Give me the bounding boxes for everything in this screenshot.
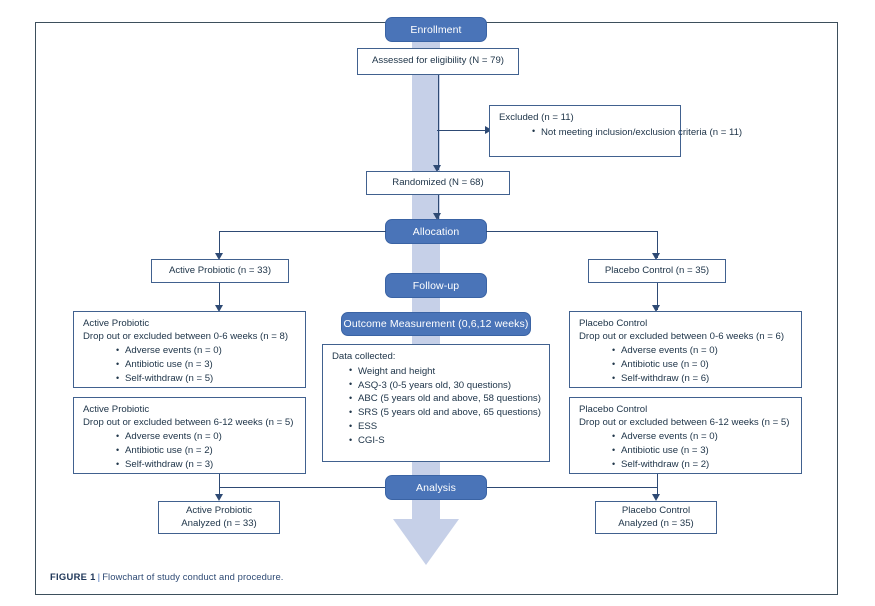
arrowhead-to-active-analyzed [215, 494, 223, 501]
connector-active-dropout-to-analysis-rail [219, 474, 221, 488]
list-item: Adverse events (n = 0) [116, 430, 297, 444]
connector-assessed-to-randomized [437, 75, 439, 170]
connector-placebo-dropout-to-analysis-rail [656, 474, 658, 488]
list-item: Weight and height [349, 364, 541, 379]
connector-allocation-right [486, 231, 657, 233]
analyzed-title: Placebo Control [621, 504, 691, 516]
list-item: Self-withdraw (n = 5) [116, 372, 297, 386]
node-active-probiotic-analyzed[interactable]: Active Probiotic Analyzed (n = 33) [158, 501, 280, 534]
node-randomized[interactable]: Randomized (N = 68) [366, 171, 510, 195]
dropout-subtitle: Drop out or excluded between 0-6 weeks (… [83, 330, 289, 342]
connector-analysis-right [486, 487, 657, 489]
background-flow-arrow-head [393, 519, 459, 565]
arrowhead-to-placebo-analyzed [652, 494, 660, 501]
node-placebo-dropout-6-12-weeks[interactable]: Placebo Control Drop out or excluded bet… [569, 397, 802, 474]
analyzed-title: Active Probiotic [185, 504, 253, 516]
figure-caption: FIGURE 1|Flowchart of study conduct and … [50, 571, 283, 582]
arrowhead-to-active-allocation [215, 253, 223, 260]
list-item: Antibiotic use (n = 2) [116, 444, 297, 458]
connector-randomized-to-allocation [437, 195, 439, 219]
dropout-reason-list: Adverse events (n = 0) Antibiotic use (n… [579, 344, 793, 386]
connector-drop-left [219, 231, 221, 258]
dropout-subtitle: Drop out or excluded between 0-6 weeks (… [579, 330, 785, 342]
dropout-title: Active Probiotic [83, 318, 150, 329]
connector-active-to-dropout [219, 283, 221, 310]
figure-label: FIGURE 1 [50, 571, 96, 582]
connector-drop-active-analyzed [219, 487, 221, 498]
banner-enrollment[interactable]: Enrollment [385, 17, 487, 42]
node-active-probiotic-allocation[interactable]: Active Probiotic (n = 33) [151, 259, 289, 283]
arrowhead-to-placebo-dropout [652, 305, 660, 312]
connector-to-excluded [437, 130, 487, 132]
node-placebo-dropout-0-6-weeks[interactable]: Placebo Control Drop out or excluded bet… [569, 311, 802, 388]
dropout-reason-list: Adverse events (n = 0) Antibiotic use (n… [579, 430, 793, 472]
excluded-reason-list: Not meeting inclusion/exclusion criteria… [499, 125, 742, 140]
node-data-collected[interactable]: Data collected: Weight and height ASQ-3 … [322, 344, 550, 462]
list-item: Not meeting inclusion/exclusion criteria… [532, 125, 742, 140]
banner-allocation[interactable]: Allocation [385, 219, 487, 244]
list-item: ABC (5 years old and above, 58 questions… [349, 392, 541, 406]
list-item: Adverse events (n = 0) [612, 430, 793, 444]
dropout-reason-list: Adverse events (n = 0) Antibiotic use (n… [83, 344, 297, 386]
node-placebo-control-allocation[interactable]: Placebo Control (n = 35) [588, 259, 726, 283]
node-placebo-control-analyzed[interactable]: Placebo Control Analyzed (n = 35) [595, 501, 717, 534]
list-item: Self-withdraw (n = 3) [116, 458, 297, 472]
connector-analysis-left [219, 487, 386, 489]
dropout-title: Placebo Control [579, 404, 648, 415]
list-item: Self-withdraw (n = 6) [612, 372, 793, 386]
connector-drop-placebo-analyzed [656, 487, 658, 498]
dropout-subtitle: Drop out or excluded between 6-12 weeks … [579, 416, 790, 428]
caption-separator: | [97, 571, 101, 582]
list-item: Self-withdraw (n = 2) [612, 458, 793, 472]
connector-drop-right [656, 231, 658, 258]
arrowhead-to-excluded [485, 125, 492, 134]
node-assessed-for-eligibility[interactable]: Assessed for eligibility (N = 79) [357, 48, 519, 75]
banner-outcome-measurement[interactable]: Outcome Measurement (0,6,12 weeks) [341, 312, 531, 336]
connector-placebo-to-dropout [656, 283, 658, 310]
dropout-title: Placebo Control [579, 318, 648, 329]
arrowhead-to-placebo-allocation [652, 253, 660, 260]
dropout-title: Active Probiotic [83, 404, 150, 415]
dropout-subtitle: Drop out or excluded between 6-12 weeks … [83, 416, 294, 428]
list-item: ESS [349, 420, 541, 434]
list-item: ASQ-3 (0-5 years old, 30 questions) [349, 378, 541, 393]
node-active-dropout-0-6-weeks[interactable]: Active Probiotic Drop out or excluded be… [73, 311, 306, 388]
excluded-header: Excluded (n = 11) [499, 112, 574, 123]
analyzed-count: Analyzed (n = 33) [181, 517, 257, 529]
list-item: Antibiotic use (n = 0) [612, 358, 793, 372]
node-excluded[interactable]: Excluded (n = 11) Not meeting inclusion/… [489, 105, 742, 157]
data-collected-header: Data collected: [332, 351, 396, 362]
list-item: CGI-S [349, 434, 541, 448]
data-collected-list: Weight and height ASQ-3 (0-5 years old, … [332, 364, 541, 448]
list-item: Adverse events (n = 0) [612, 344, 793, 358]
list-item: SRS (5 years old and above, 65 questions… [349, 406, 541, 420]
list-item: Adverse events (n = 0) [116, 344, 297, 358]
dropout-reason-list: Adverse events (n = 0) Antibiotic use (n… [83, 430, 297, 472]
banner-analysis[interactable]: Analysis [385, 475, 487, 500]
node-active-dropout-6-12-weeks[interactable]: Active Probiotic Drop out or excluded be… [73, 397, 306, 474]
analyzed-count: Analyzed (n = 35) [618, 517, 694, 529]
arrowhead-to-allocation [433, 213, 441, 220]
list-item: Antibiotic use (n = 3) [116, 358, 297, 372]
caption-text: Flowchart of study conduct and procedure… [102, 571, 284, 582]
connector-allocation-left [219, 231, 386, 233]
arrowhead-to-randomized [433, 165, 441, 172]
list-item: Antibiotic use (n = 3) [612, 444, 793, 458]
arrowhead-to-active-dropout [215, 305, 223, 312]
banner-follow-up[interactable]: Follow-up [385, 273, 487, 298]
